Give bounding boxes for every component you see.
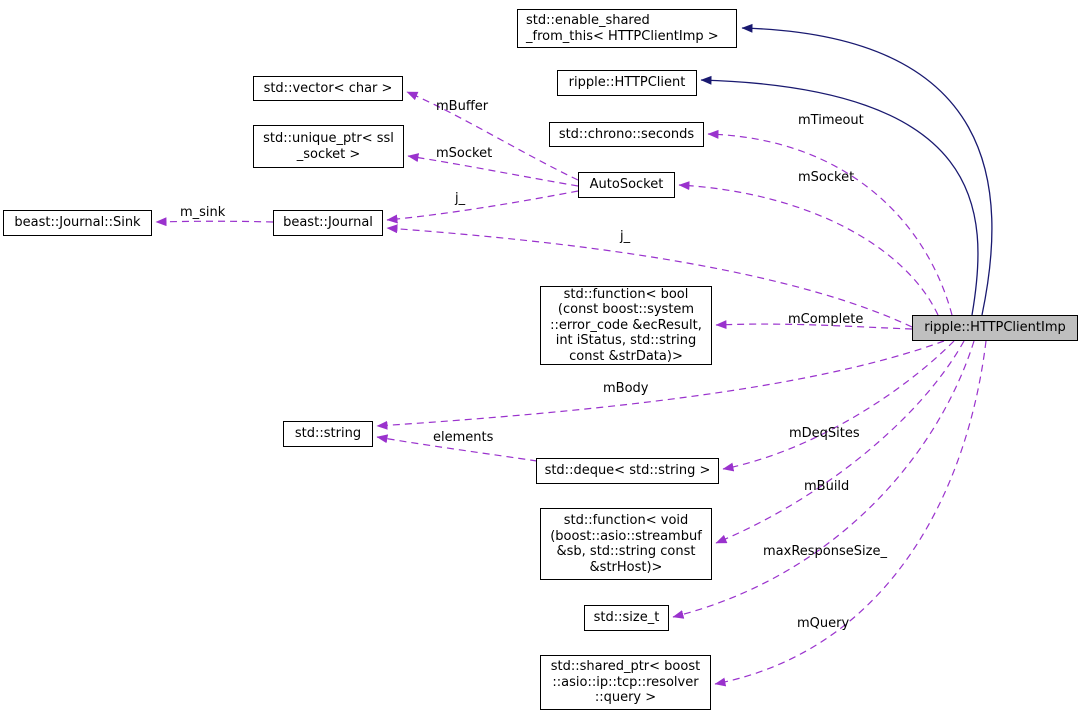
edge-label-elements: elements: [433, 430, 494, 445]
edge-label-mComplete: mComplete: [788, 312, 864, 327]
node-std-enable-shared-from-this[interactable]: std::enable_shared _from_this< HTTPClien…: [517, 9, 737, 48]
edge-mSocket-auto: [407, 153, 579, 187]
edge-label-m-sink: m_sink: [180, 205, 226, 220]
edge-label-mSocket-auto: mSocket: [436, 146, 493, 161]
edge-label-mQuery: mQuery: [797, 616, 850, 631]
node-std-shared-ptr-query[interactable]: std::shared_ptr< boost ::asio::ip::tcp::…: [540, 655, 711, 710]
node-std-string[interactable]: std::string: [283, 421, 373, 447]
node-std-function-void[interactable]: std::function< void (boost::asio::stream…: [540, 508, 712, 580]
node-std-vector-char[interactable]: std::vector< char >: [253, 76, 403, 101]
edge-mSocket-imp: [678, 181, 939, 316]
edge-j-imp: [386, 224, 913, 328]
edge-mBody: [376, 340, 945, 430]
edge-mTimeout: [707, 129, 953, 316]
edge-mDeqSites: [722, 340, 955, 472]
edge-label-j-imp: j_: [620, 229, 631, 244]
edge-label-mBuild: mBuild: [804, 479, 850, 494]
edge-m-sink: [155, 217, 274, 227]
node-beast-journal[interactable]: beast::Journal: [273, 210, 383, 236]
node-ripple-httpclient[interactable]: ripple::HTTPClient: [557, 70, 697, 96]
edge-label-mBuffer: mBuffer: [436, 99, 489, 114]
node-std-unique-ptr-ssl-socket[interactable]: std::unique_ptr< ssl _socket >: [253, 125, 404, 168]
edge-maxResponseSize: [672, 340, 975, 619]
edge-inherit-httpclient: [700, 75, 979, 316]
edge-label-mTimeout: mTimeout: [798, 113, 864, 128]
node-autosocket[interactable]: AutoSocket: [578, 172, 675, 198]
edge-label-mBody: mBody: [603, 381, 649, 396]
edge-j-auto: [386, 190, 579, 224]
node-std-deque-string[interactable]: std::deque< std::string >: [536, 458, 719, 484]
edge-label-mDeqSites: mDeqSites: [789, 426, 860, 441]
node-std-chrono-seconds[interactable]: std::chrono::seconds: [549, 122, 704, 147]
edge-elements: [376, 434, 538, 462]
node-ripple-httpclientimp[interactable]: ripple::HTTPClientImp: [912, 315, 1078, 341]
node-beast-journal-sink[interactable]: beast::Journal::Sink: [3, 210, 152, 236]
edge-mComplete: [715, 320, 913, 330]
edge-label-mSocket-imp: mSocket: [798, 170, 855, 185]
edge-inherit-enable-shared: [741, 23, 993, 316]
edge-label-j-auto: j_: [455, 191, 466, 206]
edge-mQuery: [714, 340, 987, 687]
edge-mBuild: [715, 340, 965, 544]
node-std-size-t[interactable]: std::size_t: [584, 605, 669, 631]
edge-label-maxResponseSize: maxResponseSize_: [763, 544, 887, 559]
node-std-function-bool[interactable]: std::function< bool (const boost::system…: [540, 286, 712, 365]
edge-mBuffer: [406, 91, 579, 181]
